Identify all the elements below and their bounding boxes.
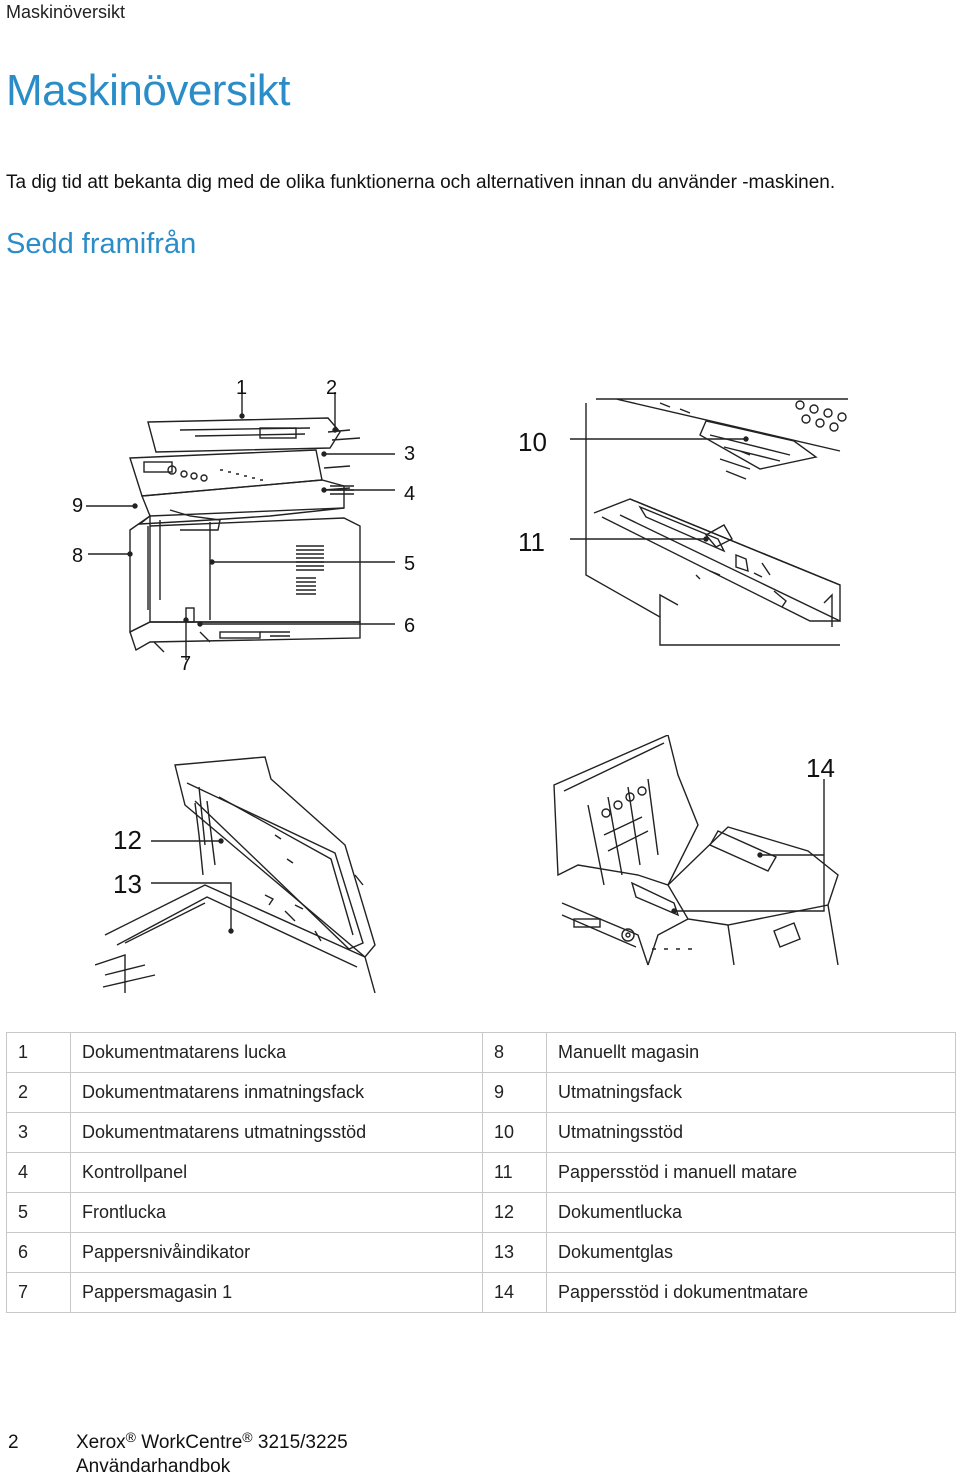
product-name: Xerox® WorkCentre® 3215/3225 [76, 1429, 348, 1453]
intro-paragraph: Ta dig tid att bekanta dig med de olika … [6, 172, 836, 193]
legend-label: Dokumentmatarens lucka [70, 1032, 483, 1073]
legend-label: Frontlucka [70, 1192, 483, 1233]
legend-label: Dokumentmatarens inmatningsfack [70, 1072, 483, 1113]
legend-label: Pappersmagasin 1 [70, 1272, 483, 1313]
section-title: Sedd framifrån [6, 228, 197, 260]
legend-number: 8 [482, 1032, 547, 1073]
legend-number: 1 [6, 1032, 71, 1073]
callout-5: 5 [404, 553, 415, 575]
callout-2: 2 [326, 377, 337, 399]
legend-number: 3 [6, 1112, 71, 1153]
legend-label: Dokumentglas [546, 1232, 956, 1273]
callout-14: 14 [806, 753, 835, 783]
document-feeder-illustration: 14 [548, 735, 848, 970]
legend-number: 7 [6, 1272, 71, 1313]
legend-number: 2 [6, 1072, 71, 1113]
registered-mark: ® [125, 1429, 136, 1445]
document-cover-illustration: 12 13 [95, 735, 395, 993]
legend-number: 5 [6, 1192, 71, 1233]
legend-number: 4 [6, 1152, 71, 1193]
callout-10: 10 [518, 427, 547, 457]
legend-number: 14 [482, 1272, 547, 1313]
callout-13: 13 [113, 869, 142, 899]
callout-8: 8 [72, 545, 83, 567]
legend-number: 6 [6, 1232, 71, 1273]
callout-3: 3 [404, 443, 415, 465]
page-title: Maskinöversikt [6, 66, 290, 115]
legend-label: Pappersnivåindikator [70, 1232, 483, 1273]
document-type: Användarhandbok [76, 1456, 231, 1477]
output-support-illustration: 10 11 [510, 395, 855, 650]
callout-12: 12 [113, 825, 142, 855]
callout-11: 11 [518, 527, 545, 557]
legend-number: 9 [482, 1072, 547, 1113]
legend-label: Utmatningsstöd [546, 1112, 956, 1153]
page-number: 2 [8, 1432, 19, 1453]
legend-label: Pappersstöd i dokumentmatare [546, 1272, 956, 1313]
callout-6: 6 [404, 615, 415, 637]
legend-label: Pappersstöd i manuell matare [546, 1152, 956, 1193]
legend-label: Kontrollpanel [70, 1152, 483, 1193]
legend-number: 12 [482, 1192, 547, 1233]
callout-1: 1 [236, 377, 247, 399]
printer-front-illustration: 1 2 3 4 5 6 7 8 9 [60, 370, 450, 680]
callout-7: 7 [180, 653, 191, 675]
running-header: Maskinöversikt [6, 2, 126, 22]
legend-label: Utmatningsfack [546, 1072, 956, 1113]
registered-mark-2: ® [242, 1429, 253, 1445]
legend-number: 11 [482, 1152, 547, 1193]
legend-number: 10 [482, 1112, 547, 1153]
legend-label: Manuellt magasin [546, 1032, 956, 1073]
callout-4: 4 [404, 483, 415, 505]
legend-label: Dokumentmatarens utmatningsstöd [70, 1112, 483, 1153]
legend-number: 13 [482, 1232, 547, 1273]
callout-9: 9 [72, 495, 83, 517]
legend-label: Dokumentlucka [546, 1192, 956, 1233]
